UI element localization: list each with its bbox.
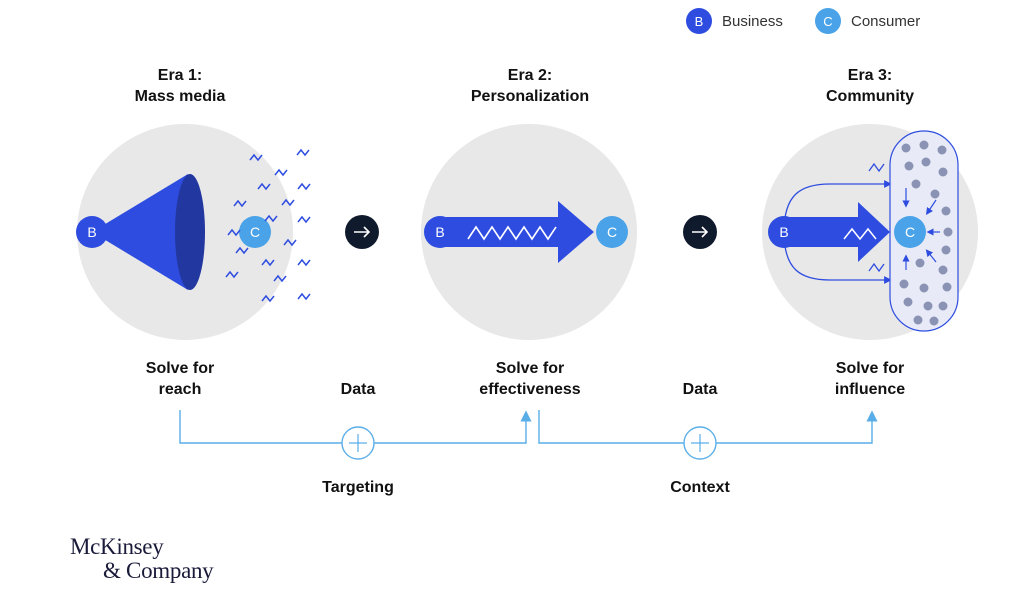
targeted-arrow [440, 201, 594, 263]
era1-consumer-letter: C [250, 224, 260, 240]
community-member-dot [938, 265, 948, 275]
noise-squiggle [297, 258, 311, 267]
noise-squiggle [274, 168, 288, 177]
community-member-dot [904, 161, 914, 171]
era1-business-node [76, 216, 108, 248]
era2-title: Era 2:Personalization [470, 67, 590, 105]
noise-squiggle [297, 292, 311, 301]
noise-squiggle [297, 215, 311, 224]
influence-arrow [925, 249, 937, 263]
targeting-label: Targeting [322, 479, 394, 496]
connector-targeting [179, 410, 532, 460]
era3-business-letter: B [779, 224, 788, 240]
era3-title: Era 3:Community [826, 67, 914, 105]
era2-illustration: B C [421, 124, 637, 340]
noise-squiggle [257, 182, 271, 191]
noise-squiggle [296, 148, 310, 157]
noise-squiggle [227, 228, 241, 237]
community-member-dot [937, 145, 947, 155]
community-member-dot [919, 283, 929, 293]
legend-business-dot: B [686, 8, 712, 34]
legend-business: B Business [686, 8, 783, 34]
legend-business-label: Business [722, 12, 783, 30]
noise-squiggle [283, 238, 297, 247]
arrow-badge-2 [683, 215, 717, 249]
noise-squiggle [261, 258, 275, 267]
era3-signal-zigzag [843, 227, 877, 241]
megaphone-mouth [175, 174, 205, 290]
era3-upper-signal [868, 162, 885, 173]
community-member-dot [921, 157, 931, 167]
broadcast-noise-squiggles [225, 148, 311, 303]
community-member-dot [941, 206, 951, 216]
community-influence-arrows [902, 188, 940, 270]
noise-squiggle [273, 274, 287, 283]
context-label: Context [670, 479, 730, 496]
era2-consumer-letter: C [607, 224, 617, 240]
community-member-dot [899, 279, 909, 289]
noise-squiggle [264, 214, 278, 223]
community-member-dot [915, 258, 925, 268]
noise-squiggle [281, 198, 295, 207]
era3-business-node [768, 216, 800, 248]
era1-title: Era 1:Mass media [134, 67, 226, 105]
logo-line2: & Company [103, 558, 214, 583]
community-member-dot [942, 282, 952, 292]
era3-consumer-node [894, 216, 926, 248]
community-member-dot [938, 167, 948, 177]
connector-context [538, 410, 878, 460]
community-member-dot [913, 315, 923, 325]
era3-illustration: B C [762, 124, 978, 340]
noise-squiggle [235, 246, 249, 255]
noise-squiggle [297, 182, 311, 191]
legend-consumer: C Consumer [815, 8, 920, 34]
community-member-dot [938, 301, 948, 311]
transition2-data-label: Data [682, 381, 718, 398]
community-member-dot [930, 189, 940, 199]
community-member-dot [941, 245, 951, 255]
community-member-dot [901, 143, 911, 153]
logo-line1: McKinsey [70, 534, 164, 559]
noise-squiggle [225, 270, 239, 279]
noise-squiggle [233, 199, 247, 208]
era1-illustration: B C [76, 124, 311, 340]
era3-lower-signal [868, 262, 885, 273]
influence-arrow [926, 199, 937, 215]
noise-squiggle [249, 153, 263, 162]
noise-squiggle [261, 294, 275, 303]
community-member-dot [929, 316, 939, 326]
community-crowd-dots [899, 140, 953, 326]
legend-consumer-label: Consumer [851, 12, 921, 30]
era1-consumer-node [239, 216, 271, 248]
era2-business-node [424, 216, 456, 248]
targeted-signal-zigzag [467, 225, 557, 241]
community-member-dot [911, 179, 921, 189]
community-member-dot [919, 140, 929, 150]
era2-business-letter: B [435, 224, 444, 240]
legend-consumer-dot: C [815, 8, 841, 34]
mckinsey-logo: McKinsey & Company [70, 534, 214, 583]
arrow-badge-1 [345, 215, 379, 249]
community-member-dot [903, 297, 913, 307]
era3-arrow [784, 202, 890, 262]
transition1-data-label: Data [340, 381, 376, 398]
era1-business-letter: B [87, 224, 96, 240]
era3-consumer-letter: C [905, 224, 915, 240]
era2-consumer-node [596, 216, 628, 248]
megaphone-cone [92, 174, 188, 290]
community-member-dot [923, 301, 933, 311]
community-member-dot [943, 227, 953, 237]
